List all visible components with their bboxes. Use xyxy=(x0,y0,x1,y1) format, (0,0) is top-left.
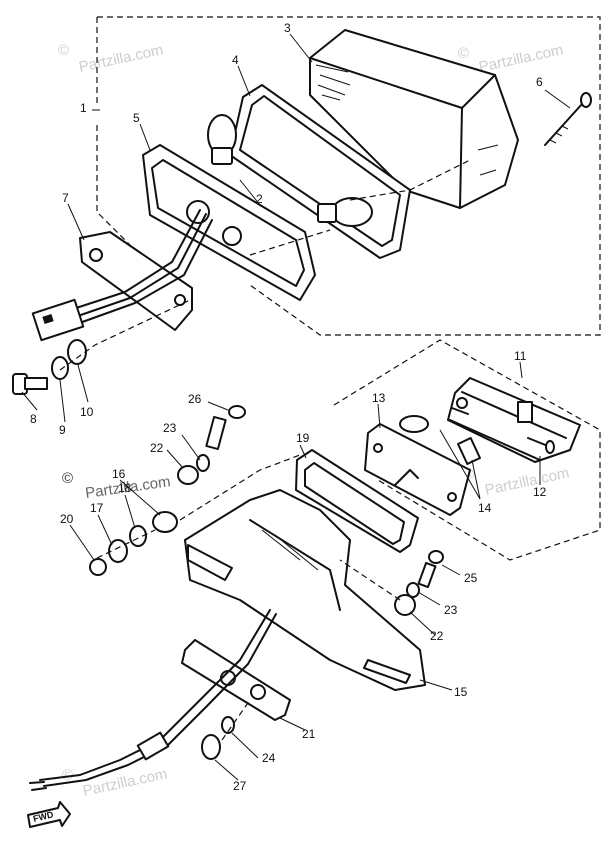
callout-22: 22 xyxy=(430,629,444,643)
assembly-1-boundary xyxy=(96,16,601,336)
license-bracket-part-15 xyxy=(184,489,426,691)
callout-25: 25 xyxy=(464,571,478,585)
callout-24: 24 xyxy=(262,751,276,765)
washer-part-9 xyxy=(51,356,69,380)
bolt-part-26 xyxy=(205,405,246,451)
callout-27: 27 xyxy=(233,779,247,793)
grommet-part-16 xyxy=(152,511,178,533)
collar-part-18 xyxy=(129,525,147,547)
screw-part-6 xyxy=(544,92,592,146)
callout-26: 26 xyxy=(188,392,202,406)
callout-23: 23 xyxy=(163,421,177,435)
watermark-copyright-symbol: © xyxy=(58,42,69,59)
watermark-copyright-symbol: © xyxy=(62,767,73,784)
license-lamp-part-11 xyxy=(447,377,581,463)
watermark-brand: Partzilla.com xyxy=(477,41,565,75)
callout-6: 6 xyxy=(536,75,543,89)
callout-15: 15 xyxy=(454,685,468,699)
callout-14: 14 xyxy=(478,501,492,515)
grommet-part-22 xyxy=(177,465,199,485)
watermark-copyright-symbol: © xyxy=(62,470,73,487)
stay-part-21 xyxy=(29,609,291,791)
bulb-part-14 xyxy=(399,415,481,465)
callout-labels: 1 2 3 4 5 6 7 8 9 10 11 12 13 14 15 16 1… xyxy=(30,21,547,793)
callout-20: 20 xyxy=(60,512,74,526)
washer-part-23 xyxy=(406,582,420,598)
washer-part-23 xyxy=(196,454,210,472)
bulb-part-2 xyxy=(207,114,373,227)
watermark-brand: Partzilla.com xyxy=(77,41,165,75)
washer-part-24 xyxy=(221,716,235,734)
callout-17: 17 xyxy=(90,501,104,515)
assembly-11-boundary xyxy=(333,339,601,561)
callout-8: 8 xyxy=(30,412,37,426)
bolt-part-25 xyxy=(417,550,444,589)
lens-housing-part-3 xyxy=(309,29,519,209)
assembly-guide-lines xyxy=(59,159,471,741)
nut-part-20 xyxy=(89,558,107,576)
leader-lines xyxy=(21,33,571,781)
callout-23: 23 xyxy=(444,603,458,617)
gasket-part-19 xyxy=(295,449,419,553)
bracket-part-7 xyxy=(31,209,213,342)
screw-part-12 xyxy=(451,407,555,454)
callout-22: 22 xyxy=(150,441,164,455)
callout-11: 11 xyxy=(514,349,527,363)
callout-16: 16 xyxy=(112,467,126,481)
callout-10: 10 xyxy=(80,405,94,419)
callout-4: 4 xyxy=(232,53,239,67)
callout-18: 18 xyxy=(118,481,132,495)
callout-3: 3 xyxy=(284,21,291,35)
nut-part-10 xyxy=(67,339,87,365)
callout-1: 1 xyxy=(80,101,87,115)
callout-19: 19 xyxy=(296,431,310,445)
callout-9: 9 xyxy=(59,423,66,437)
forward-arrow-icon: FWD xyxy=(27,801,71,828)
callout-2: 2 xyxy=(256,192,263,206)
callout-5: 5 xyxy=(133,111,140,125)
washer-part-17 xyxy=(108,539,128,563)
nut-part-27 xyxy=(201,734,221,760)
callout-12: 12 xyxy=(533,485,547,499)
callout-7: 7 xyxy=(62,191,69,205)
watermark-copyright-symbol: © xyxy=(458,45,469,62)
forward-arrow-label: FWD xyxy=(32,809,55,824)
watermark-brand: Partzilla.com xyxy=(483,464,571,498)
bolt-part-8 xyxy=(12,373,48,395)
callout-13: 13 xyxy=(372,391,386,405)
callout-21: 21 xyxy=(302,727,316,741)
